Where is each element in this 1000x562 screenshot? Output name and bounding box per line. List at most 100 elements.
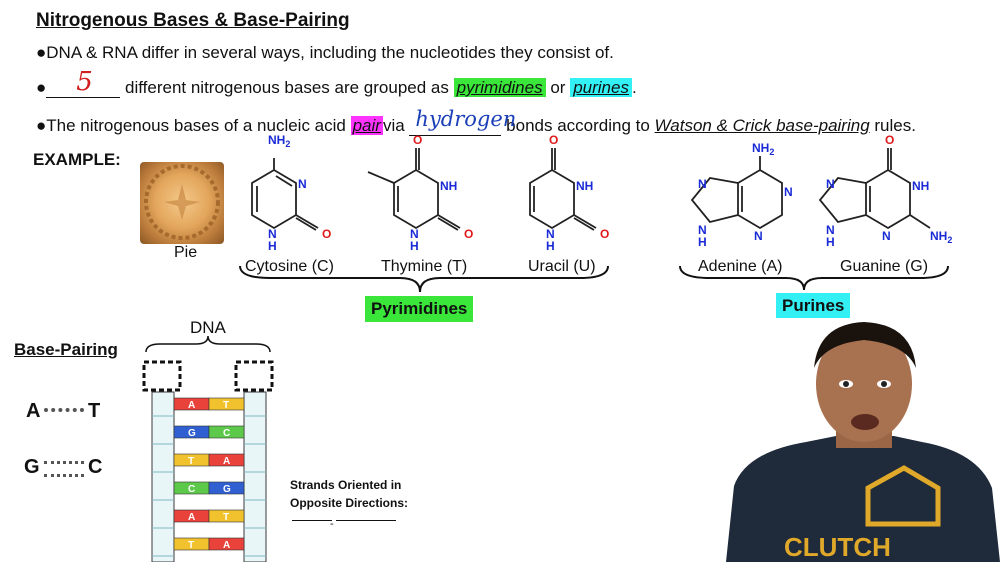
purines-brace	[679, 265, 949, 291]
page-title: Nitrogenous Bases & Base-Pairing	[36, 10, 350, 31]
svg-text:N: N	[546, 227, 555, 241]
svg-text:O: O	[600, 227, 609, 241]
presenter-figure: CLUTCH	[726, 322, 1000, 562]
svg-text:O: O	[549, 133, 558, 147]
strands-note-line1: Strands Oriented in	[290, 478, 402, 492]
rung-right-label: T	[223, 400, 229, 411]
rung-left-label: G	[188, 428, 196, 439]
bullet-2: ● 5 different nitrogenous bases are group…	[36, 67, 637, 98]
svg-text:N: N	[882, 229, 891, 243]
pair2-left: G	[24, 456, 40, 478]
strands-dash: -	[330, 518, 334, 530]
svg-text:N: N	[410, 227, 419, 241]
rung-left-label: A	[188, 400, 195, 411]
molecule-name-adenine: Adenine (A)	[698, 258, 783, 275]
pair2-right: C	[88, 456, 103, 478]
rung-left-label: T	[188, 456, 194, 467]
svg-text:H: H	[826, 235, 835, 249]
handwritten-five: 5	[76, 67, 93, 97]
svg-text:NH2: NH2	[930, 229, 952, 245]
pyrimidines-term: pyrimidines	[453, 78, 546, 97]
rung-right-label: G	[223, 484, 231, 495]
adenine-structure	[690, 156, 783, 230]
svg-text:NH: NH	[440, 179, 457, 193]
svg-text:NH: NH	[912, 179, 929, 193]
bullet-dot: ●	[36, 43, 47, 62]
strands-blank-1	[292, 520, 332, 521]
bullet-1: ●DNA & RNA differ in several ways, inclu…	[36, 43, 614, 63]
rung-right-base	[208, 537, 245, 551]
pie-image	[140, 162, 224, 244]
pair1-bond	[44, 408, 84, 412]
strands-note-line2: Opposite Directions:	[290, 496, 409, 510]
rung-right-base	[208, 453, 245, 467]
molecule-name-uracil: Uracil (U)	[528, 258, 596, 275]
pair2-bond	[44, 461, 84, 477]
watson-crick-link: Watson & Crick base-pairing	[654, 116, 870, 135]
via-word: via	[382, 116, 405, 135]
pair-term: pair	[350, 116, 383, 135]
svg-text:NH: NH	[576, 179, 593, 193]
svg-text:N: N	[784, 185, 793, 199]
bullet-dot: ●	[36, 78, 47, 97]
rung-right-base	[208, 397, 245, 411]
thymine-structure	[367, 148, 461, 231]
handwritten-hydrogen: hydrogen	[415, 107, 517, 131]
rung-left-label: T	[188, 540, 194, 551]
rung-right-base	[208, 481, 245, 495]
bullet-dot: ●	[36, 116, 47, 135]
pyrimidines-group-label: Pyrimidines	[365, 296, 474, 322]
svg-text:H: H	[698, 235, 707, 249]
purines-group-label: Purines	[776, 293, 851, 319]
svg-text:N: N	[298, 177, 307, 191]
molecule-name-cytosine: Cytosine (C)	[245, 258, 334, 275]
molecule-name-thymine: Thymine (T)	[381, 258, 468, 275]
purines-term: purines	[570, 78, 632, 97]
svg-text:H: H	[268, 239, 277, 253]
bullet-3: ●The nitrogenous bases of a nucleic acid…	[36, 107, 916, 136]
example-label: EXAMPLE:	[33, 150, 121, 169]
nucleobase-structures: NH2 N NH O O NH NH O O NH NH O NH2 N N N…	[239, 133, 952, 293]
shirt-logo-text: CLUTCH	[784, 532, 891, 562]
dna-brace	[145, 336, 271, 353]
fill-blank-count: 5	[46, 67, 121, 98]
svg-text:N: N	[698, 177, 707, 191]
uracil-structure	[529, 148, 597, 231]
bullet-3-start: The nitrogenous bases of a nucleic acid	[46, 116, 346, 135]
rung-right-label: C	[223, 428, 230, 439]
svg-text:O: O	[413, 133, 422, 147]
presenter-video: CLUTCH	[726, 318, 1000, 562]
rung-right-label: T	[223, 512, 229, 523]
molecule-name-guanine: Guanine (G)	[840, 258, 929, 275]
dna-label: DNA	[190, 318, 226, 337]
or-word: or	[550, 78, 566, 97]
five-prime-box-right	[234, 360, 274, 392]
cytosine-structure	[251, 158, 319, 231]
svg-text:O: O	[322, 227, 331, 241]
base-pairing-heading: Base-Pairing	[14, 340, 118, 359]
pie-caption: Pie	[174, 244, 198, 261]
bullet-2-text: different nitrogenous bases are grouped …	[125, 78, 449, 97]
svg-text:H: H	[410, 239, 419, 253]
svg-text:N: N	[826, 177, 835, 191]
rules-word: rules.	[874, 116, 916, 135]
pyrimidines-brace	[239, 265, 609, 293]
svg-text:N: N	[826, 223, 835, 237]
svg-text:N: N	[698, 223, 707, 237]
bonds-text: bonds according to	[506, 116, 650, 135]
rung-right-base	[208, 509, 245, 523]
pair1-right: T	[88, 400, 101, 422]
svg-text:O: O	[885, 133, 894, 147]
rung-left-label: C	[188, 484, 195, 495]
period: .	[631, 78, 637, 97]
pair1-left: A	[26, 400, 41, 422]
pie-crust-icon	[144, 164, 220, 240]
rung-right-label: A	[223, 540, 230, 551]
rung-left-label: A	[188, 512, 195, 523]
